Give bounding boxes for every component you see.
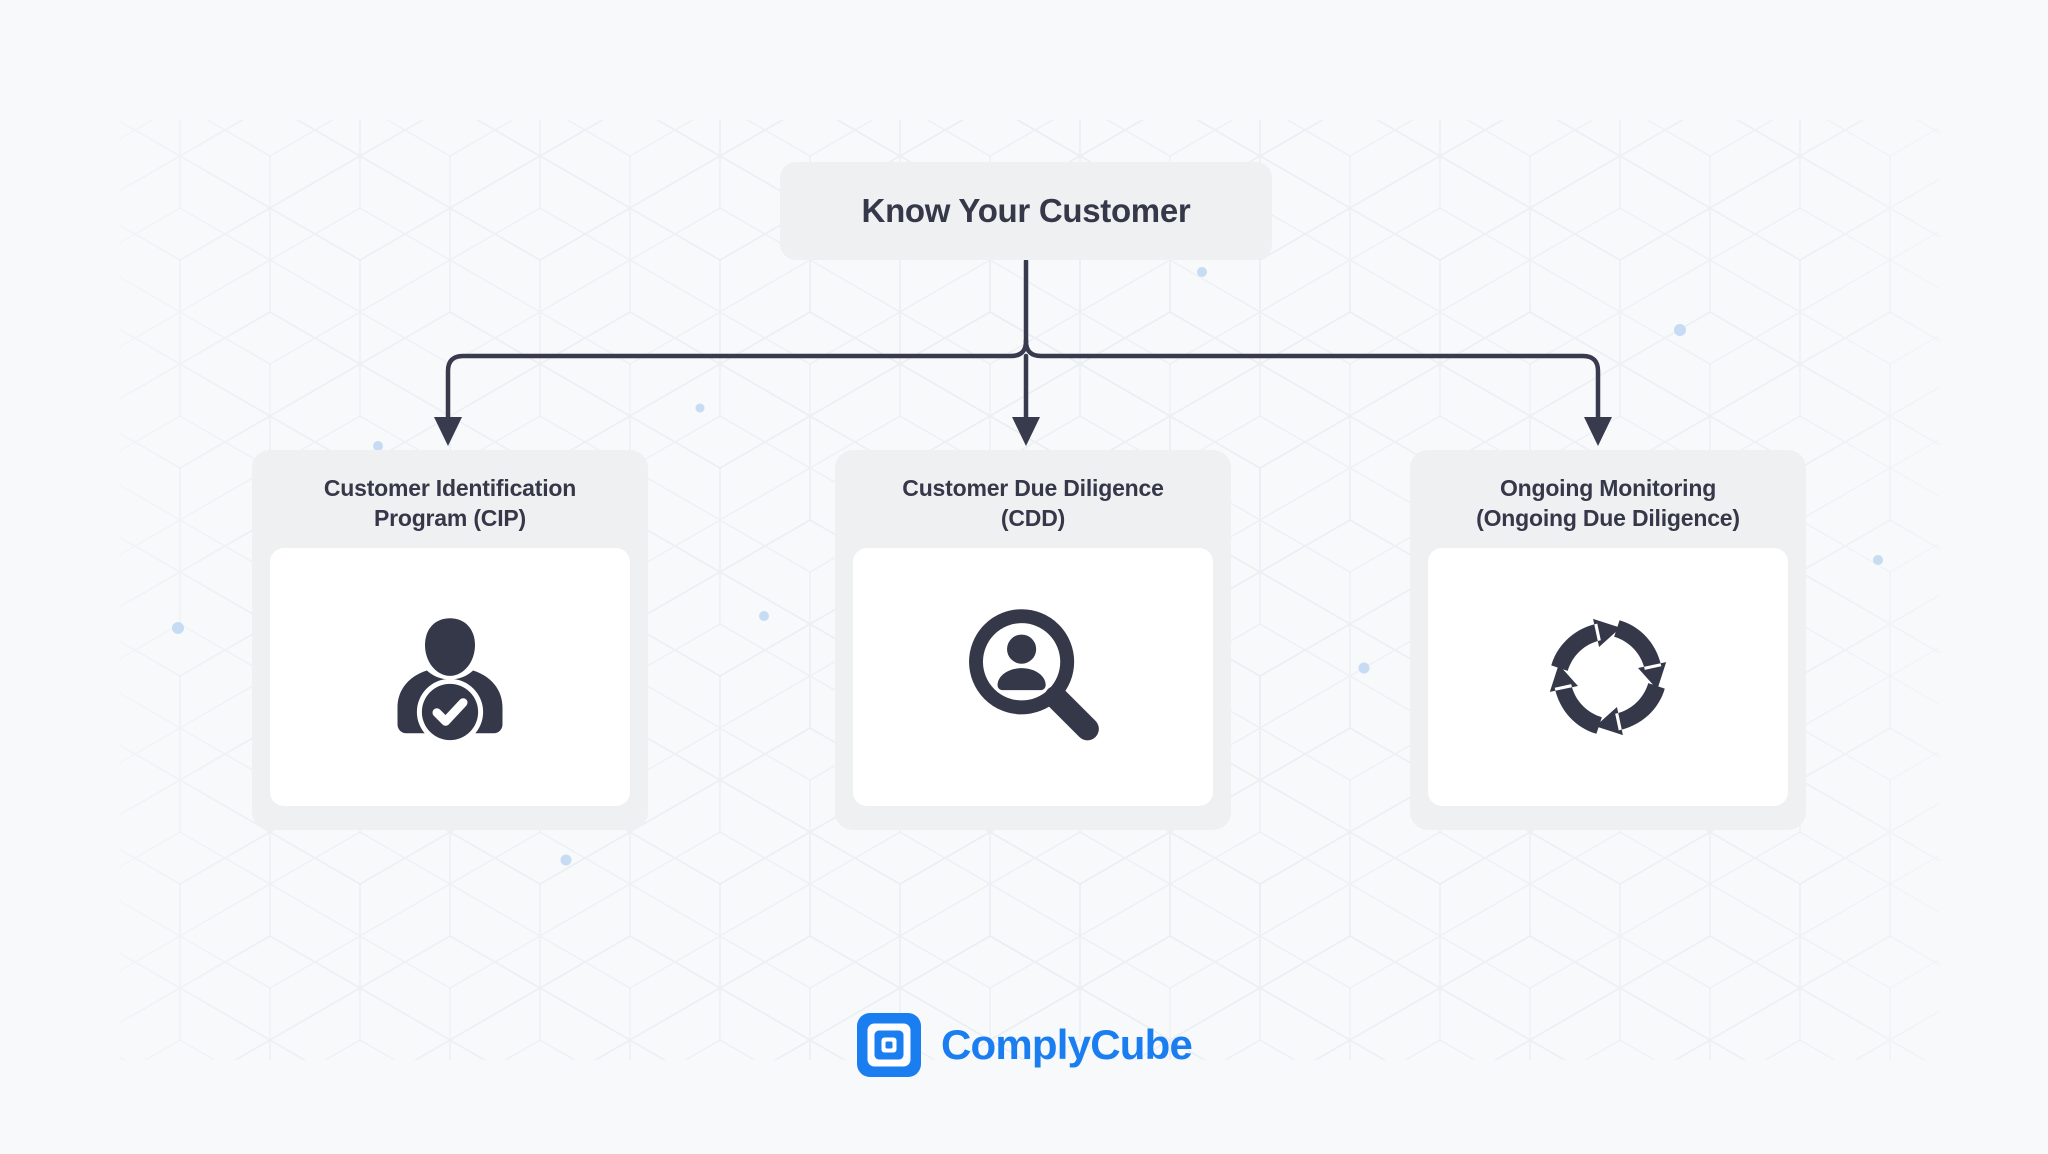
person-verified-check-icon [397,617,503,745]
card-title-line-2: (Ongoing Due Diligence) [1476,505,1740,532]
connector-to-right [1023,338,1601,423]
icon-panel [853,547,1213,806]
icon-panel [1428,547,1788,806]
card-title-line-1: Customer Identification [323,475,577,501]
cycle-refresh-arrows-icon [1549,618,1667,735]
card-title-line-2: Program (CIP) [373,505,527,532]
connector-to-left [445,338,1029,423]
node-card-ongoing-monitoring[interactable]: Ongoing Monitoring (Ongoing Due Diligenc… [1410,450,1806,830]
icon-panel [270,547,630,806]
card-title-line-1: Customer Due Diligence [902,475,1164,501]
magnifier-person-search-icon [969,608,1099,741]
card-title-line-1: Ongoing Monitoring [1499,475,1717,501]
card-title: Customer Due Diligence (CDD) [863,473,1203,534]
connector-arrowheads [434,417,1612,446]
root-node-label: Know Your Customer [861,192,1191,229]
card-title: Ongoing Monitoring (Ongoing Due Diligenc… [1438,473,1778,534]
node-card-customer-identification-program[interactable]: Customer Identification Program (CIP) [252,450,648,830]
root-node-know-your-customer[interactable]: Know Your Customer [780,162,1272,260]
card-title: Customer Identification Program (CIP) [280,473,620,534]
complycube-nested-squares-logo-icon [856,1013,921,1077]
card-title-line-2: (CDD) [1000,505,1066,532]
node-card-customer-due-diligence[interactable]: Customer Due Diligence (CDD) [835,450,1231,830]
footer-brand-logo[interactable]: ComplyCube [0,1012,2048,1078]
brand-wordmark: ComplyCube [940,1021,1193,1068]
